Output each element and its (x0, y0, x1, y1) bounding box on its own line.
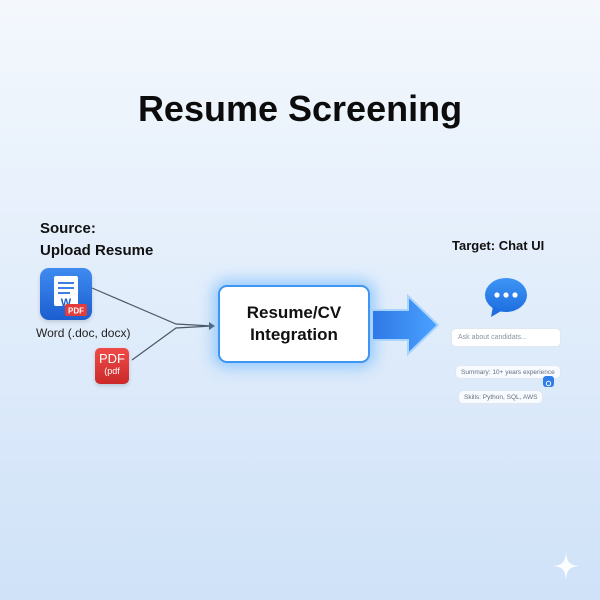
pdf-icon-ext: (pdf (104, 366, 120, 376)
pdf-connector-line (131, 325, 213, 361)
integration-box[interactable]: Resume/CV Integration (218, 285, 370, 363)
pdf-file-icon[interactable]: PDF (pdf (95, 348, 129, 384)
integration-line2: Integration (250, 325, 338, 344)
source-label-line2: Upload Resume (40, 242, 154, 259)
word-document-glyph: W PDF (54, 276, 87, 316)
summary-chip: Summary: 10+ years experience (455, 365, 561, 379)
chat-input[interactable]: Ask about candidats... (451, 328, 561, 347)
word-document-icon[interactable]: W PDF (40, 268, 92, 320)
source-label: Source: Upload Resume (40, 218, 153, 262)
target-label: Target: Chat UI (452, 238, 545, 253)
word-connector-line (91, 287, 213, 327)
arrow-right-icon (371, 293, 440, 357)
chat-send-glyph (545, 380, 552, 387)
source-label-line1: Source: (40, 220, 96, 237)
pdf-icon-title: PDF (99, 351, 125, 366)
chat-send-icon[interactable] (543, 376, 554, 387)
connector-arrowhead (209, 322, 215, 330)
page-title: Resume Screening (137, 88, 463, 129)
chat-bubble-icon[interactable] (483, 276, 529, 318)
word-caption: Word (.doc, docx) (36, 326, 131, 340)
word-pdf-badge: PDF (68, 307, 84, 316)
word-glyph-letter: W (61, 297, 72, 309)
integration-line1: Resume/CV (246, 303, 342, 322)
skills-chip: Skills: Python, SQL, AWS (458, 390, 544, 404)
sparkle-icon (553, 552, 579, 580)
